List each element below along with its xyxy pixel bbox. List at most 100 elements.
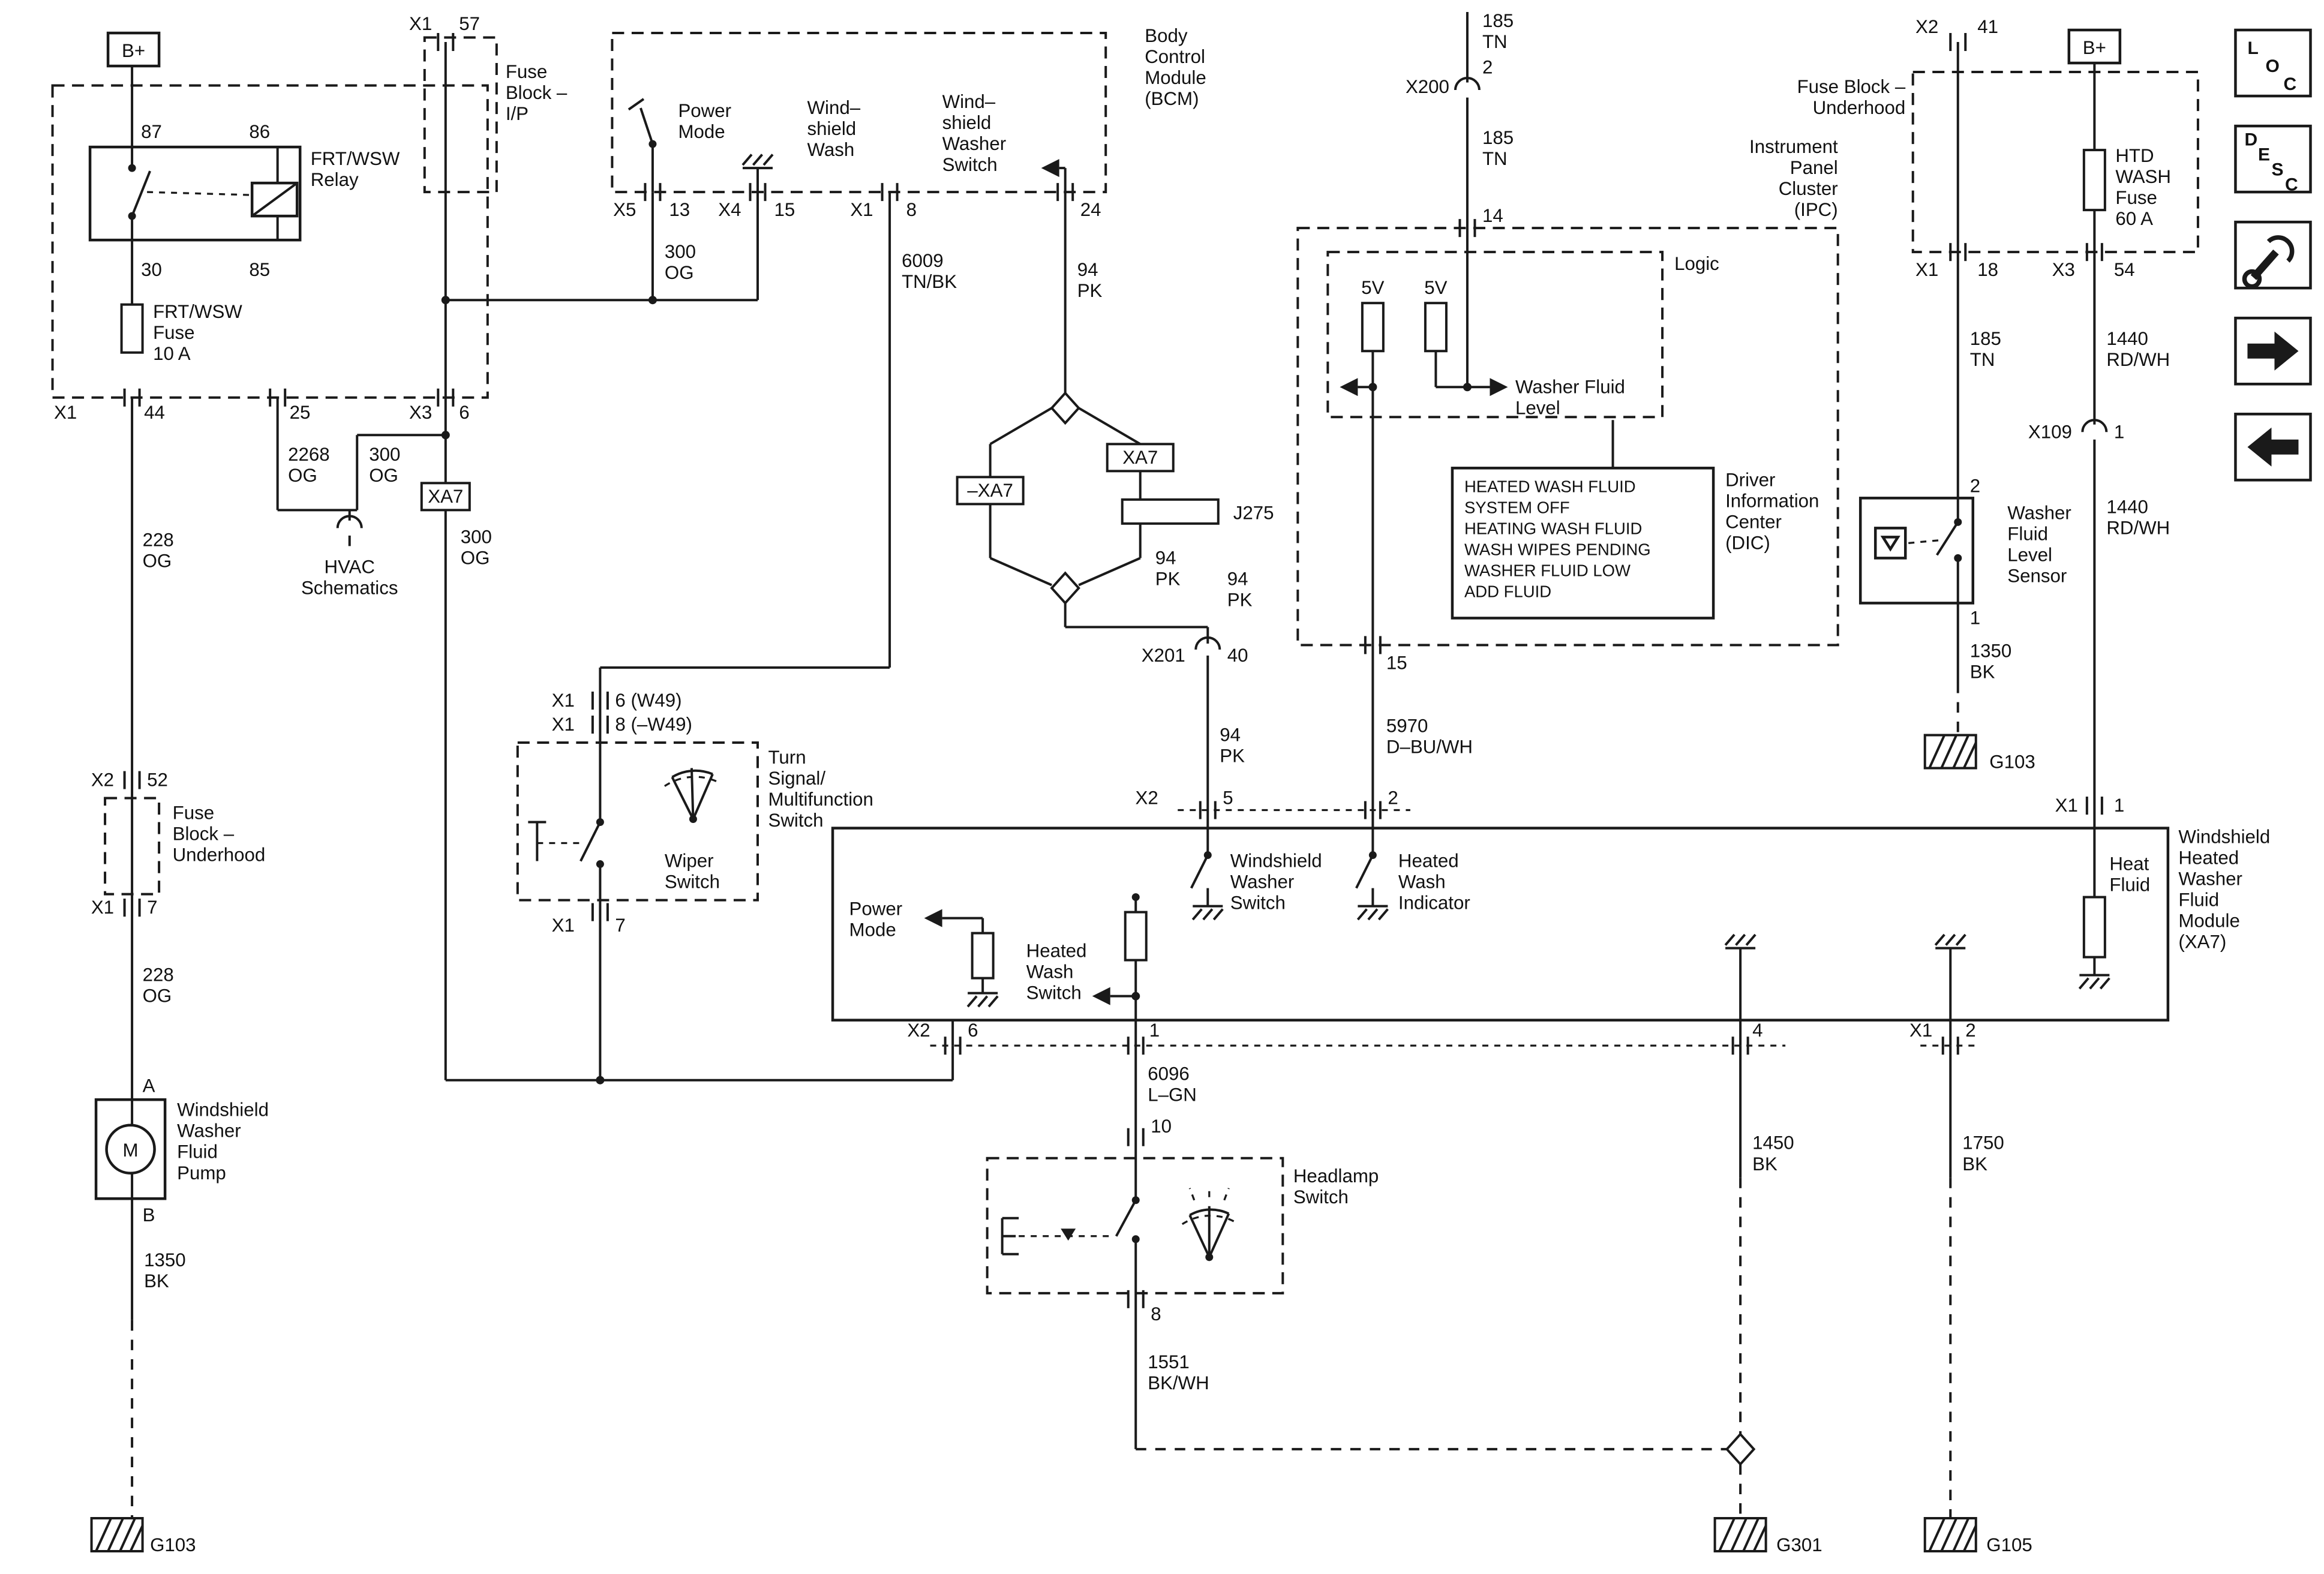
washer-fluid-level-sensor: 2 Washer Fluid Level Sensor 1 1350 BK G1… xyxy=(1858,475,2071,772)
relay-name-2: Relay xyxy=(311,169,359,190)
sensor-element-box xyxy=(1873,527,1907,560)
wire-94-c1: 94 xyxy=(1227,568,1248,589)
splice-diamond-bottom xyxy=(1052,573,1079,603)
tool-button[interactable] xyxy=(2234,220,2312,290)
ipc-logic-label: Logic xyxy=(1674,253,1719,274)
relay-pin-85: 85 xyxy=(249,259,270,280)
logic-5v-left: 5V xyxy=(1361,277,1384,298)
pin-44: 44 xyxy=(144,402,165,423)
pin-52: 52 xyxy=(147,770,168,791)
next-page-button[interactable] xyxy=(2234,316,2312,386)
conn-x1-fbu: X1 xyxy=(91,897,114,918)
right-fuse-block: X2 41 Fuse Block – Underhood B+ HTD WASH… xyxy=(1797,16,2199,897)
module-wws-1: Windshield xyxy=(1230,851,1322,872)
module-hwi-ground-icon xyxy=(1358,906,1388,920)
frt-wsw-relay-box xyxy=(88,145,302,242)
conn-x1-ip: X1 xyxy=(409,13,432,34)
pin-25: 25 xyxy=(290,402,311,423)
logic-5v-element-left xyxy=(1361,302,1385,353)
hvac-ref-2: Schematics xyxy=(301,577,398,598)
ground-g301: G301 xyxy=(1776,1534,1822,1555)
wire-300-c1: 300 xyxy=(665,241,696,262)
module-heat-ground-icon xyxy=(2079,975,2109,989)
wire-94-b2: PK xyxy=(1155,568,1181,589)
wire-6096-2: L–GN xyxy=(1148,1085,1197,1106)
pin-15: 15 xyxy=(774,199,795,220)
conn-x1-bcm: X1 xyxy=(850,199,873,220)
module-pm-1: Power xyxy=(849,899,903,920)
desc-letter-c: C xyxy=(2285,175,2298,195)
ipc-logic-outline xyxy=(1326,251,1664,419)
wire-2268-1: 2268 xyxy=(288,444,330,465)
fuse-left-name-1: FRT/WSW xyxy=(153,301,242,322)
ts-conn-x1-out: X1 xyxy=(552,915,575,936)
washer-fluid-level-1: Washer Fluid xyxy=(1515,376,1625,397)
pump-motor-m: M xyxy=(123,1140,139,1161)
pin-13: 13 xyxy=(669,199,690,220)
module-pin-2b: 2 xyxy=(1965,1020,1975,1041)
bcm-external-wires: 300 OG 6009 TN/BK 94 PK xyxy=(445,192,1103,743)
dic-name-2: Information xyxy=(1725,490,1819,511)
wire-1350-r1: 1350 xyxy=(1970,640,2012,661)
fuse-block-underhood-left-outline xyxy=(104,797,161,896)
turn-signal-switch-outline xyxy=(516,741,759,902)
ground-g103-left-symbol xyxy=(92,1518,143,1551)
ground-g105-symbol xyxy=(1925,1518,1976,1551)
wire-300-b1: 300 xyxy=(461,526,492,547)
sensor-name-4: Sensor xyxy=(2007,565,2067,586)
pump-pin-a: A xyxy=(143,1076,155,1097)
bcm-outline xyxy=(611,32,1107,194)
wire-185-c1: 185 xyxy=(1970,328,2001,349)
module-pm-element xyxy=(971,932,995,980)
wire-94-c2: PK xyxy=(1227,589,1253,610)
inline-conn-xa7-box xyxy=(420,482,471,512)
ts-pin-8: 8 (–W49) xyxy=(615,714,692,735)
wire-185-b1: 185 xyxy=(1482,127,1514,148)
sensor-name-1: Washer xyxy=(2007,502,2071,523)
wire-1450-2: BK xyxy=(1752,1154,1777,1175)
fuse-block-ip-run: X1 57 Fuse Block – I/P XA7 300 OG xyxy=(409,13,954,1085)
x200-pin-2: 2 xyxy=(1482,57,1493,78)
bcm-wash-1: Wind– xyxy=(807,97,861,118)
module-wws-2: Washer xyxy=(1230,872,1295,893)
bcm-wash-2: shield xyxy=(807,118,857,139)
previous-page-button[interactable] xyxy=(2234,413,2312,482)
wire-228-b1: 228 xyxy=(143,965,174,986)
module-pm-ref-arrow-icon xyxy=(924,909,942,927)
conn-xa7: XA7 xyxy=(1122,447,1158,468)
pump-name-3: Fluid xyxy=(177,1142,218,1163)
ts-conn-x1a: X1 xyxy=(552,690,575,711)
bcm-wws-1: Wind– xyxy=(942,91,996,112)
splice-loop-94pk: –XA7 XA7 J275 94 PK 94 PK X201 40 94 PK xyxy=(956,393,1274,855)
wire-94-d1: 94 xyxy=(1220,724,1241,745)
loc-letter-o: O xyxy=(2265,56,2279,76)
module-hwi-3: Indicator xyxy=(1398,893,1470,914)
bcm-wash-3: Wash xyxy=(807,139,855,160)
relay-pin-87: 87 xyxy=(141,121,162,142)
ipc-outline xyxy=(1296,227,1839,647)
pin-8: 8 xyxy=(906,199,917,220)
conn-x5: X5 xyxy=(613,199,636,220)
headlamp-detent-icon xyxy=(1061,1228,1076,1241)
washer-pump-box xyxy=(94,1098,167,1200)
wire-94-d2: PK xyxy=(1220,745,1245,766)
relay-pin-30: 30 xyxy=(141,259,162,280)
description-button[interactable]: D E S C xyxy=(2234,124,2312,195)
wire-185-c2: TN xyxy=(1970,349,1995,370)
dic-name-4: (DIC) xyxy=(1725,532,1770,553)
washer-fluid-level-2: Level xyxy=(1515,397,1560,418)
module-name-4: Fluid xyxy=(2178,890,2219,911)
pin-6: 6 xyxy=(459,402,469,423)
arrow-left-icon xyxy=(2247,427,2299,467)
wire-1350-l2: BK xyxy=(144,1270,169,1291)
module-hwi-1: Heated xyxy=(1398,851,1459,872)
bcm-wws-3: Washer xyxy=(942,133,1007,154)
location-button[interactable]: L O C xyxy=(2234,28,2312,98)
wire-94-a2: PK xyxy=(1077,280,1103,301)
wire-6096-1: 6096 xyxy=(1148,1064,1190,1085)
dic-msg-3: HEATING WASH FLUID xyxy=(1464,519,1642,537)
ground-g301-symbol xyxy=(1715,1518,1766,1551)
left-branch-wires: 2268 OG 300 OG HVAC Schematics 228 OG X2… xyxy=(91,397,450,1555)
module-name-1: Windshield xyxy=(2178,827,2270,848)
ipc-pin-15: 15 xyxy=(1386,652,1407,673)
